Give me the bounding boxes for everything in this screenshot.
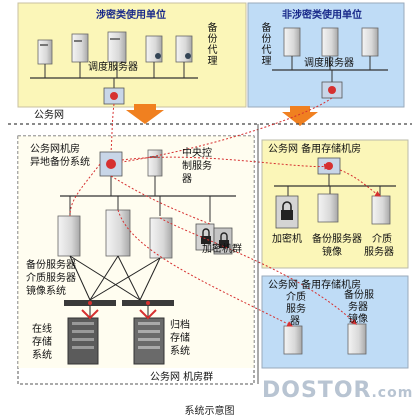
red-arrow-archive	[139, 309, 157, 320]
backup-label-2: 介质服务器	[26, 273, 76, 284]
low-media-server-icon	[283, 325, 303, 355]
backup-label-1: 备份服务器	[26, 260, 76, 271]
san-switch-right-icon	[122, 300, 174, 306]
orange-arrow-left	[126, 104, 164, 124]
central-server-label-3: 器	[182, 174, 192, 185]
top-left-panel	[17, 2, 247, 108]
low-right-title: 公务网 备用存储机房	[268, 280, 362, 291]
network-label: 公务网	[34, 110, 64, 121]
datacenter-group-label: 公务网 机房群	[150, 372, 214, 383]
mid-right-title: 公务网 备用存储机房	[268, 144, 362, 155]
central-server-label-1: 中央控	[182, 148, 212, 159]
backup-label-3: 镜像系统	[26, 286, 66, 297]
archive-label-2: 存储	[170, 333, 190, 344]
online-label-1: 在线	[32, 324, 52, 335]
top-left-servers	[30, 31, 198, 90]
top-left-server-label: 调度服务器	[88, 62, 138, 73]
datacenter-title-1: 公务网机房	[30, 144, 80, 155]
top-right-servers	[272, 27, 388, 82]
brand-watermark: DOSTOR.com	[262, 378, 414, 403]
datacenter-title-2: 异地备份系统	[30, 157, 90, 168]
san-links	[69, 255, 161, 301]
core-switch-icon	[99, 151, 123, 177]
red-arrow-online	[81, 309, 99, 320]
encryption-cluster-icon	[195, 223, 233, 255]
top-left-title: 涉密类使用单位	[96, 10, 166, 21]
top-right-router-icon	[321, 81, 343, 99]
encryptor-label: 加密机	[272, 234, 302, 245]
low-backup-label-3: 镜像	[348, 314, 368, 325]
mid-backup-label-2: 镜像	[322, 247, 342, 258]
mid-backup-server-icon	[317, 193, 339, 223]
orange-arrow-right	[282, 106, 318, 126]
mid-media-label-2: 服务器	[364, 247, 394, 258]
mid-backup-label-1: 备份服务器	[312, 234, 362, 245]
mid-media-label-1: 介质	[372, 234, 392, 245]
low-backup-server-icon	[347, 323, 367, 355]
low-backup-label-2: 务器	[348, 302, 368, 313]
low-media-label-1: 介质	[286, 292, 306, 303]
archive-label-3: 系统	[170, 346, 190, 357]
figure-caption: 系统示意图	[184, 406, 235, 417]
archive-storage-icon	[133, 317, 165, 365]
low-media-label-3: 器	[290, 316, 300, 327]
central-control-server-icon	[147, 149, 163, 177]
top-right-side-label: 备份代理	[259, 22, 270, 66]
backup-server-1-icon	[57, 215, 81, 257]
archive-label-1: 归档	[170, 320, 190, 331]
mid-media-server-icon	[371, 195, 391, 225]
top-left-router-icon	[103, 87, 125, 105]
san-switch-left-icon	[64, 300, 116, 306]
online-storage-icon	[67, 317, 99, 365]
online-label-3: 系统	[32, 350, 52, 361]
top-right-server-label: 调度服务器	[304, 58, 354, 69]
encryptor-icon	[275, 195, 299, 229]
low-media-label-2: 服务	[286, 304, 306, 315]
top-left-side-label: 备份代理	[205, 22, 216, 66]
backup-server-2-icon	[105, 209, 131, 257]
low-backup-label-1: 备份服	[344, 290, 374, 301]
online-label-2: 存储	[32, 337, 52, 348]
data-flows	[69, 97, 382, 327]
mid-right-switch-icon	[317, 157, 341, 175]
backup-server-3-icon	[149, 217, 173, 259]
central-server-label-2: 制服务	[182, 161, 212, 172]
top-right-title: 非涉密类使用单位	[282, 10, 362, 21]
encryption-cluster-label: 加密机群	[202, 244, 242, 255]
